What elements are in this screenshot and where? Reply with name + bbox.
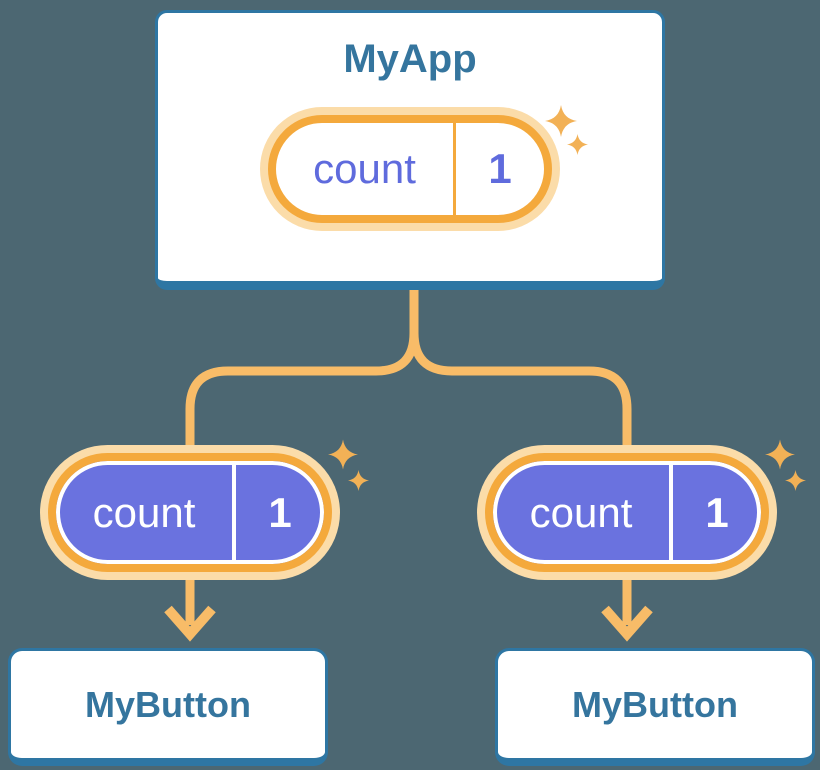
state-pill: count 1	[268, 115, 552, 223]
prop-pill-left: count 1	[48, 453, 332, 572]
sparkle-icon	[348, 470, 369, 491]
state-name: count	[313, 145, 416, 192]
prop-value: 1	[705, 488, 729, 536]
arrow-right-head	[601, 605, 653, 642]
sparkle-icon	[785, 470, 806, 491]
component-card-mybutton-right: MyButton	[495, 648, 815, 766]
connector-right-branch	[409, 286, 632, 462]
component-title: MyApp	[343, 37, 477, 81]
state-value: 1	[488, 145, 512, 192]
sparkle-icon	[545, 105, 577, 137]
component-title: MyButton	[572, 683, 738, 725]
pill-divider	[669, 461, 673, 564]
sparkle-icon	[328, 439, 358, 470]
pill-divider	[453, 123, 456, 215]
component-title: MyButton	[85, 683, 251, 725]
sparkle-icon	[567, 134, 588, 155]
connector-left-branch	[185, 286, 419, 462]
component-card-mybutton-left: MyButton	[8, 648, 328, 766]
prop-pill-right: count 1	[485, 453, 769, 572]
prop-name: count	[529, 488, 633, 536]
component-card-myapp: MyApp count 1	[155, 10, 665, 290]
sparkle-icon	[765, 439, 795, 470]
pill-divider	[232, 461, 236, 564]
arrow-left-head	[164, 605, 216, 642]
prop-name: count	[92, 488, 196, 536]
prop-value: 1	[268, 488, 292, 536]
